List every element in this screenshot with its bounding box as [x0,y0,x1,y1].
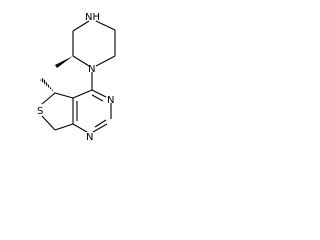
bond-c4a-c4 [72,89,93,99]
bond-c5-s [41,92,56,105]
bond-nh-c-upper-right [95,20,116,31]
atom-label-n-piperazine: N [88,64,95,75]
piperazine-methyl-wedge [55,56,73,68]
pyrimidine-ring [72,89,112,133]
bond-c2-n1-double [94,119,107,128]
bond-n-c-methyl [72,55,90,67]
bond-c-left-nh [72,20,90,32]
bond-n1-c7a [72,123,88,133]
piperazine-ring [72,20,116,67]
bond-c7-c7a [54,123,74,131]
bond-c2-n1 [92,123,108,133]
bond-c4-n3-double [91,94,104,102]
atom-label-nh: NH [85,12,100,23]
thiophene-ring [41,92,74,131]
bond-s-c7 [41,115,56,131]
atom-label-n-pyrimidine-lower: N [86,132,93,143]
structure-canvas: NH N N N S [0,0,136,171]
molecule-structure: NH N N N S [37,12,116,143]
thiophene-methyl-hashed-wedge [40,78,55,93]
bond-c-right-n [95,55,116,67]
bond-c4a-c5 [54,92,74,99]
atom-label-n-pyrimidine-upper: N [107,95,114,106]
bond-c4-n3 [91,89,107,98]
atom-label-s: S [37,106,43,117]
